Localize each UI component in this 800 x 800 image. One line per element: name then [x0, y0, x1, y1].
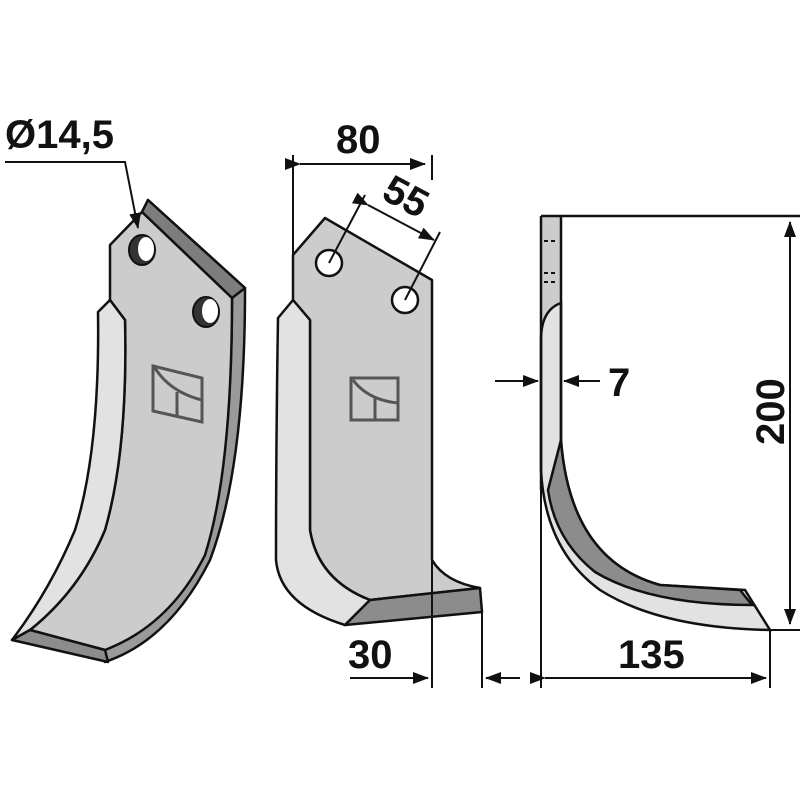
dimension-label-thickness: 7	[608, 361, 630, 405]
dimension-label-edge-offset: 30	[348, 633, 393, 677]
mounting-hole-icon	[192, 296, 220, 328]
dimension-lines	[5, 155, 800, 688]
side-view-blade	[539, 214, 800, 632]
dimension-label-hole-spacing: 55	[376, 167, 436, 227]
manufacturer-logo-icon	[151, 364, 204, 424]
dimension-label-height: 200	[749, 378, 793, 445]
back-view-blade	[274, 216, 484, 627]
manufacturer-logo-icon	[349, 376, 400, 422]
dimension-label-depth: 135	[618, 633, 685, 677]
dimension-label-width: 80	[336, 118, 381, 162]
dimension-label-hole-diameter: Ø14,5	[5, 113, 114, 157]
mounting-hole-icon	[128, 234, 156, 266]
front-view-blade	[10, 198, 247, 664]
